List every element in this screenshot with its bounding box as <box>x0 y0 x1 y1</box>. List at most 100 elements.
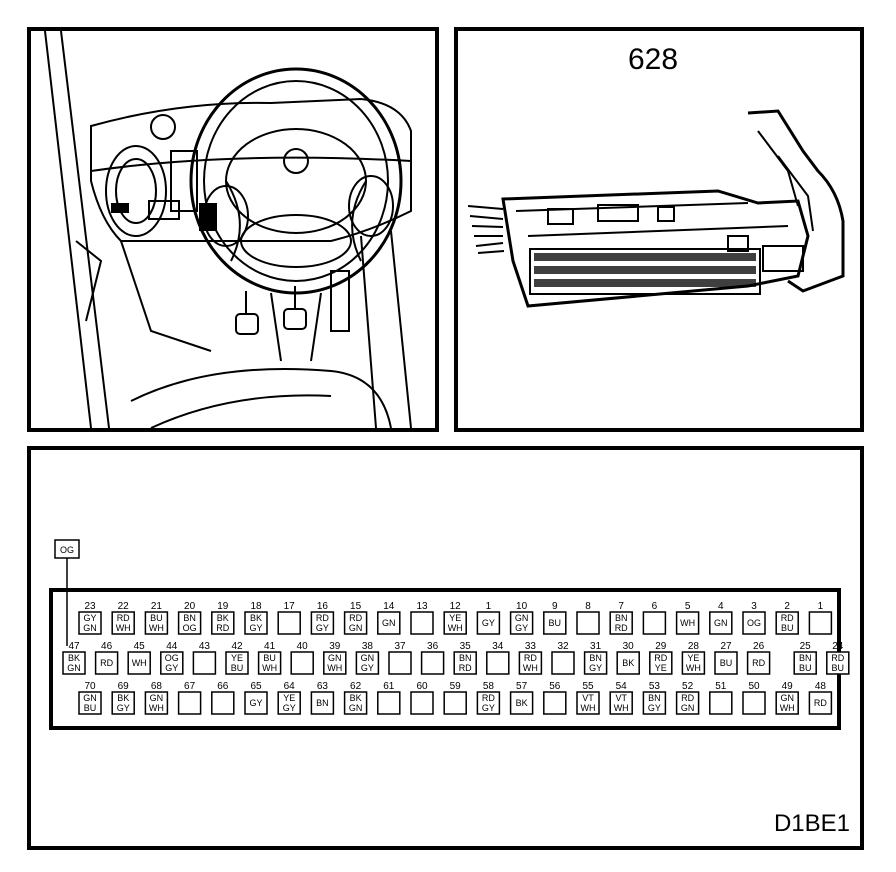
pin-wire-stripe-color: GY <box>316 623 329 633</box>
pin-wire-color: OG <box>747 618 761 628</box>
pin-box <box>377 611 401 635</box>
pin-34: 34 <box>486 641 510 675</box>
pin-9: 9BU <box>543 601 567 635</box>
pin-wire-color: BN <box>648 693 661 703</box>
pin-wire-stripe-color: BU <box>832 663 845 673</box>
pin-number: 19 <box>217 601 229 612</box>
pin-number: 68 <box>151 681 163 692</box>
pin-wire-color: GY <box>482 618 495 628</box>
pin-5: 5WH <box>675 601 700 635</box>
pin-wire-stripe-color: BU <box>799 663 812 673</box>
pin-box <box>355 651 380 675</box>
pin-wire-color: BN <box>799 653 812 663</box>
pin-box <box>310 611 335 635</box>
pin-box <box>388 651 412 675</box>
pin-box <box>609 691 633 715</box>
pin-wire-color: BN <box>316 698 329 708</box>
pin-wire-stripe-color: WH <box>116 623 131 633</box>
pin-box <box>323 651 347 675</box>
pin-box <box>94 651 119 675</box>
pin-number: 17 <box>284 601 296 612</box>
pin-number: 58 <box>483 681 495 692</box>
pin-number: 20 <box>184 601 196 612</box>
pin-wire-color: RD <box>524 653 537 663</box>
pin-number: 7 <box>618 601 624 612</box>
pin-6: 6 <box>642 601 667 635</box>
pin-wire-color: RD <box>654 653 667 663</box>
pin-wire-stripe-color: GN <box>349 703 363 713</box>
pin-wire-color: BU <box>150 613 163 623</box>
pin-number: 41 <box>264 641 276 652</box>
pin-box <box>310 691 335 715</box>
pin-wire-color: YE <box>283 693 295 703</box>
ecu-id-label: 628 <box>628 43 679 76</box>
pin-box <box>177 691 202 715</box>
pin-number: 1 <box>486 601 492 612</box>
pin-box <box>211 691 235 715</box>
pin-wire-stripe-color: GY <box>249 623 262 633</box>
pin-number: 14 <box>383 601 395 612</box>
pin-number: 31 <box>590 641 602 652</box>
pin-number: 9 <box>552 601 558 612</box>
pin-number: 36 <box>427 641 439 652</box>
pin-box <box>211 611 235 635</box>
pin-32: 32 <box>551 641 575 675</box>
pin-wire-stripe-color: GY <box>361 663 374 673</box>
pin-wire-color: RD <box>349 613 362 623</box>
pin-box <box>742 691 766 715</box>
pin-box <box>543 611 567 635</box>
pin-number: 28 <box>688 641 700 652</box>
pin-wire-color: RD <box>681 693 694 703</box>
pin-wire-stripe-color: GY <box>165 663 178 673</box>
pin-box <box>642 691 667 715</box>
pin-box <box>583 651 608 675</box>
pin-wire-color: GN <box>515 613 529 623</box>
pin-box <box>257 651 282 675</box>
pin-wire-stripe-color: WH <box>448 623 463 633</box>
pin-wire-stripe-color: GN <box>67 663 81 673</box>
pin-8: 8 <box>576 601 600 635</box>
pin-wire-stripe-color: OG <box>183 623 197 633</box>
pin-number: 22 <box>118 601 130 612</box>
pin-wire-stripe-color: BU <box>231 663 244 673</box>
pin-wire-color: RD <box>752 658 765 668</box>
pin-box <box>410 691 434 715</box>
pin-number: 69 <box>118 681 130 692</box>
pin-wire-color: GN <box>150 693 164 703</box>
pin-box <box>793 651 817 675</box>
pin-wire-color: BK <box>217 613 229 623</box>
pin-4: 4GN <box>709 601 733 635</box>
pin-box <box>177 611 202 635</box>
pin-wire-color: RD <box>316 613 329 623</box>
pin-box <box>290 651 314 675</box>
pin-number: 23 <box>84 601 96 612</box>
pin-box <box>78 611 102 635</box>
pin-number: 15 <box>350 601 362 612</box>
pin-number: 54 <box>616 681 628 692</box>
pin-number: 5 <box>685 601 691 612</box>
pin-17: 17 <box>277 601 301 635</box>
pin-box <box>616 651 640 675</box>
pin-box <box>509 611 534 635</box>
pin-wire-color: GN <box>328 653 342 663</box>
pin-66: 66 <box>211 681 235 715</box>
pin-number: 61 <box>383 681 395 692</box>
pin-box <box>78 691 102 715</box>
pin-box <box>675 691 700 715</box>
